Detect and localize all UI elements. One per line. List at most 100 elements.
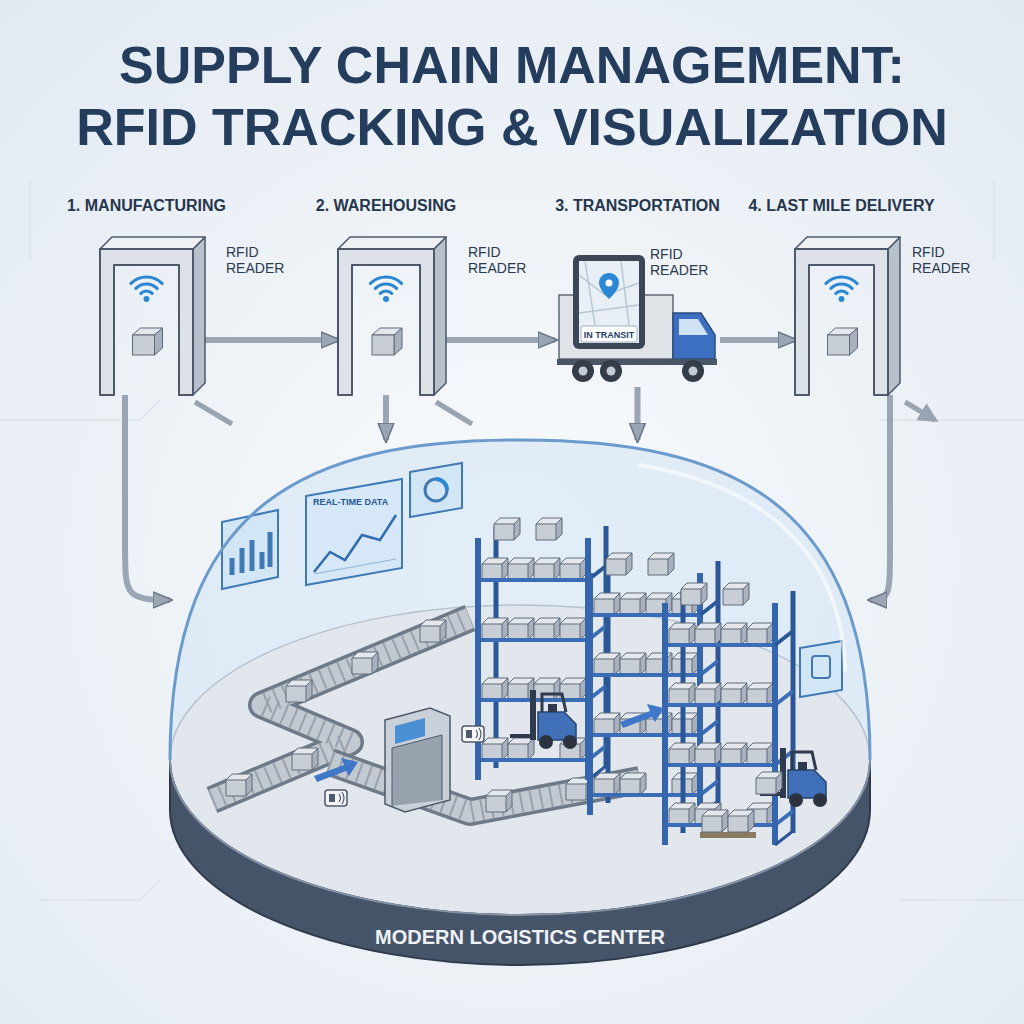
data-screen	[314, 559, 396, 574]
signal-dot	[839, 296, 845, 302]
parcel-front	[828, 335, 850, 355]
reader-gate: 4. LAST MILE DELIVERYRFID READER	[795, 235, 900, 395]
background-illustration	[756, 772, 782, 794]
pallet-boxes	[700, 810, 756, 838]
reader-label: RFID READER	[226, 244, 292, 276]
flow-connector	[205, 337, 338, 343]
data-screen	[314, 515, 396, 572]
delivery-truck: 3. TRANSPORTATIONRFID READER	[555, 255, 720, 387]
rfid-tag	[325, 790, 347, 806]
gauge-screen	[410, 463, 462, 517]
signal-wave	[836, 291, 847, 293]
connector-group	[125, 340, 890, 600]
cab-window	[679, 319, 708, 335]
signal-wave	[831, 284, 852, 288]
flow-arrow	[314, 758, 358, 782]
data-screen	[306, 479, 402, 585]
parcel-front	[372, 335, 394, 355]
flow-connector	[720, 337, 795, 343]
status-label: IN TRANSIT	[579, 328, 639, 342]
background-illustration	[486, 790, 512, 812]
logistics-dome-outline	[170, 440, 870, 965]
flow-connector	[446, 337, 555, 343]
background-illustration	[665, 583, 793, 845]
wheel-hub	[607, 367, 616, 376]
truck-cab	[673, 313, 715, 359]
stage-heading: 4. LAST MILE DELIVERY	[748, 197, 934, 215]
map-pin-dot	[606, 280, 613, 287]
flow-connector	[125, 395, 170, 600]
parcel-side	[155, 328, 163, 355]
signal-wave	[375, 284, 396, 288]
reader-gate-outline	[100, 235, 205, 395]
background-illustration	[510, 690, 577, 749]
stage-heading: 3. TRANSPORTATION	[555, 197, 720, 215]
rfid-tag	[462, 726, 484, 742]
gate-side	[193, 237, 205, 395]
logistics-dome: MODERN LOGISTICS CENTER	[170, 440, 870, 965]
rfid-tag	[339, 792, 344, 804]
base-edge	[170, 760, 870, 915]
diagram-title: SUPPLY CHAIN MANAGEMENT: RFID TRACKING &…	[57, 34, 967, 158]
chart-screen	[232, 532, 270, 575]
data-screen	[306, 479, 402, 585]
scanner-booth	[385, 708, 450, 812]
signal-wave	[380, 291, 391, 293]
gauge-screen	[425, 479, 447, 501]
gate-frame	[338, 249, 434, 395]
screen-label: REAL-TIME DATA	[313, 496, 388, 508]
center-name: MODERN LOGISTICS CENTER	[375, 926, 665, 949]
rfid-tag	[329, 794, 335, 802]
reader-gate-outline	[795, 235, 900, 395]
stage-heading: 2. WAREHOUSING	[316, 197, 456, 215]
signal-dot	[383, 296, 389, 302]
signal-dot	[144, 296, 150, 302]
dome-glass	[170, 440, 870, 915]
tablet-screen	[579, 261, 639, 343]
truck-wheel	[572, 360, 594, 382]
gate-frame	[795, 249, 888, 395]
background-illustration	[420, 620, 446, 642]
background-illustration	[226, 774, 252, 796]
truck-wheel	[600, 360, 622, 382]
gauge-screen	[410, 463, 462, 517]
scanner-booth	[392, 735, 442, 806]
wheel-hub	[579, 367, 588, 376]
side-screen	[800, 641, 842, 697]
chart-screen	[222, 510, 278, 589]
reader-label: RFID READER	[468, 244, 534, 276]
pallet-boxes	[702, 810, 728, 832]
gate-side	[434, 237, 446, 395]
tablet-frame	[573, 255, 645, 349]
gate-frame	[100, 249, 193, 395]
gate-top	[795, 237, 900, 249]
signal-wave	[136, 284, 157, 288]
flow-connector	[383, 395, 389, 440]
gate-top	[100, 237, 205, 249]
wheel-hub	[689, 367, 698, 376]
scan-arrow	[195, 402, 935, 424]
signal-wave	[826, 277, 857, 283]
parcel-side	[850, 328, 858, 355]
map-roads	[579, 261, 639, 325]
signal-wave	[141, 291, 152, 293]
conveyor-belt	[212, 618, 640, 812]
gate-side	[888, 237, 900, 395]
stage-heading: 1. MANUFACTURING	[67, 197, 226, 215]
chart-screen	[222, 510, 278, 589]
reader-label: RFID READER	[650, 246, 716, 278]
background-illustration	[478, 518, 606, 780]
reader-gate-outline	[338, 235, 446, 395]
scanner-booth	[385, 708, 450, 812]
side-screen	[800, 641, 842, 697]
map-pin	[599, 273, 619, 299]
flow-connector	[635, 387, 641, 440]
truck-wheel	[682, 360, 704, 382]
pallet-boxes	[700, 832, 756, 838]
reader-label: RFID READER	[912, 244, 978, 276]
glass-highlight	[640, 465, 845, 670]
background-illustration	[292, 748, 318, 770]
reader-gate: 2. WAREHOUSINGRFID READER	[338, 235, 446, 395]
rfid-tag	[476, 728, 481, 740]
